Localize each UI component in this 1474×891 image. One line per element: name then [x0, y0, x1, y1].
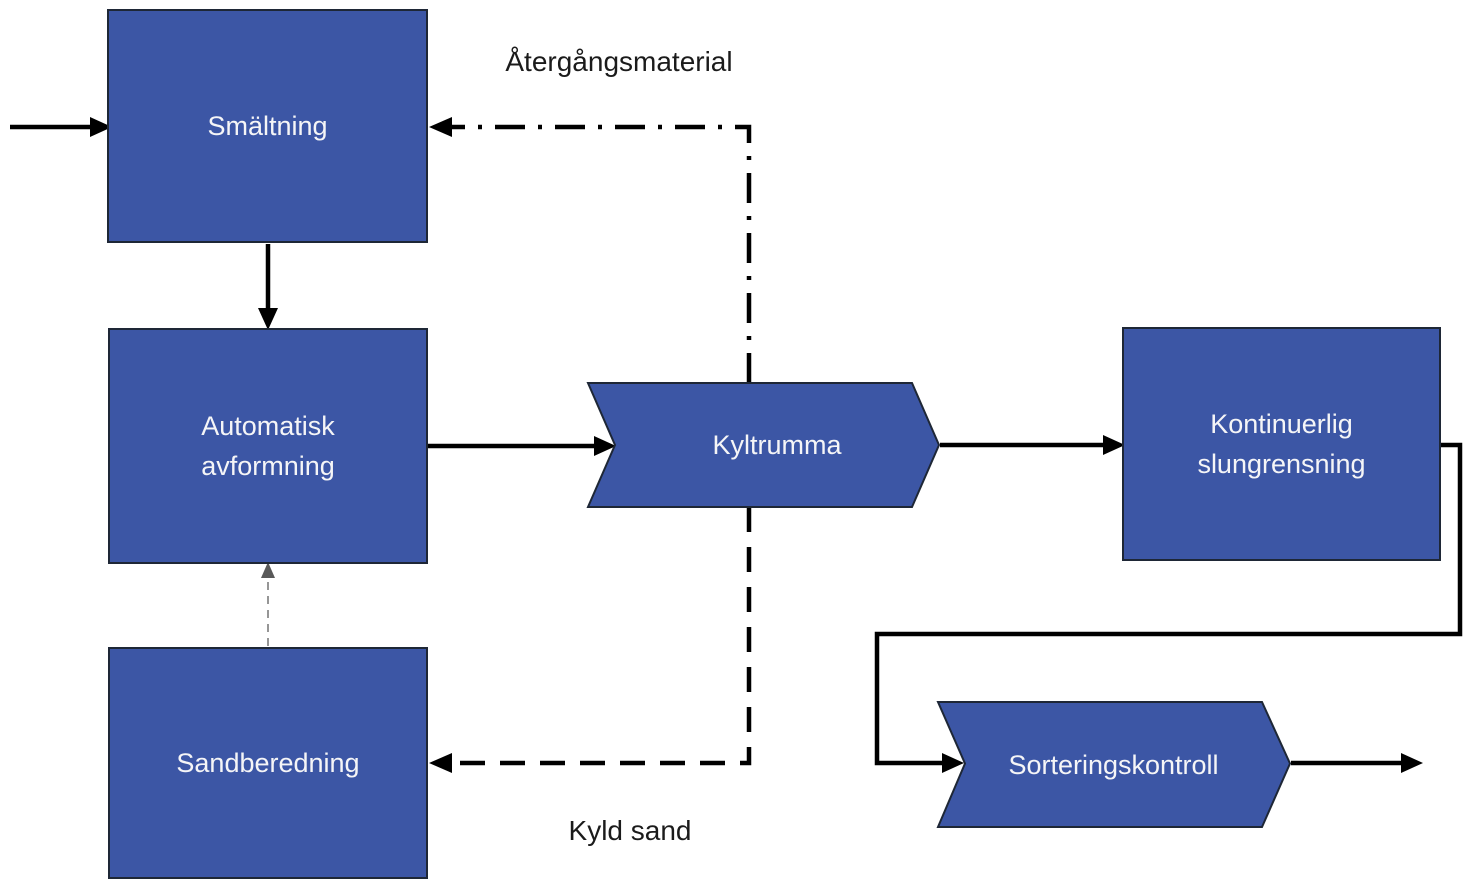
arrow-smaltning-to-avformning — [258, 244, 278, 330]
arrow-kyld-sand-return — [429, 507, 752, 773]
arrow-avformning-to-kyltrumma — [428, 436, 616, 456]
node-avformning — [108, 328, 428, 564]
node-slungrensning — [1122, 327, 1441, 561]
arrow-raw-material-in — [10, 117, 112, 137]
arrow-slungrensning-to-sorteringskontroll — [874, 442, 1463, 773]
arrow-sorteringskontroll-out — [1291, 753, 1423, 773]
arrow-kyltrumma-to-slungrensning — [940, 435, 1125, 455]
arrow-atergangsmaterial-return — [429, 117, 752, 383]
node-smaltning — [107, 9, 428, 243]
node-sandberedning — [108, 647, 428, 879]
node-kyltrumma — [586, 382, 941, 508]
node-sorteringskontroll — [936, 701, 1292, 828]
arrow-sandberedning-to-avformning — [261, 562, 275, 646]
